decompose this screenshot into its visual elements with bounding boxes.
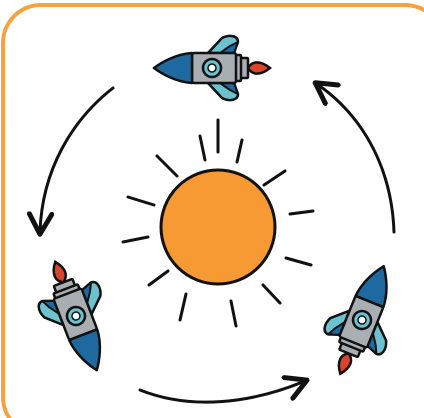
rocket-left-icon [25, 250, 126, 381]
cycle-arrow-right [317, 84, 394, 232]
rocket-right-icon [311, 254, 414, 386]
rocket-top-icon [154, 36, 270, 100]
cycle-arrow-top-left [40, 88, 113, 232]
cycle-arrow-bottom [140, 381, 305, 402]
sun-icon [161, 170, 275, 284]
